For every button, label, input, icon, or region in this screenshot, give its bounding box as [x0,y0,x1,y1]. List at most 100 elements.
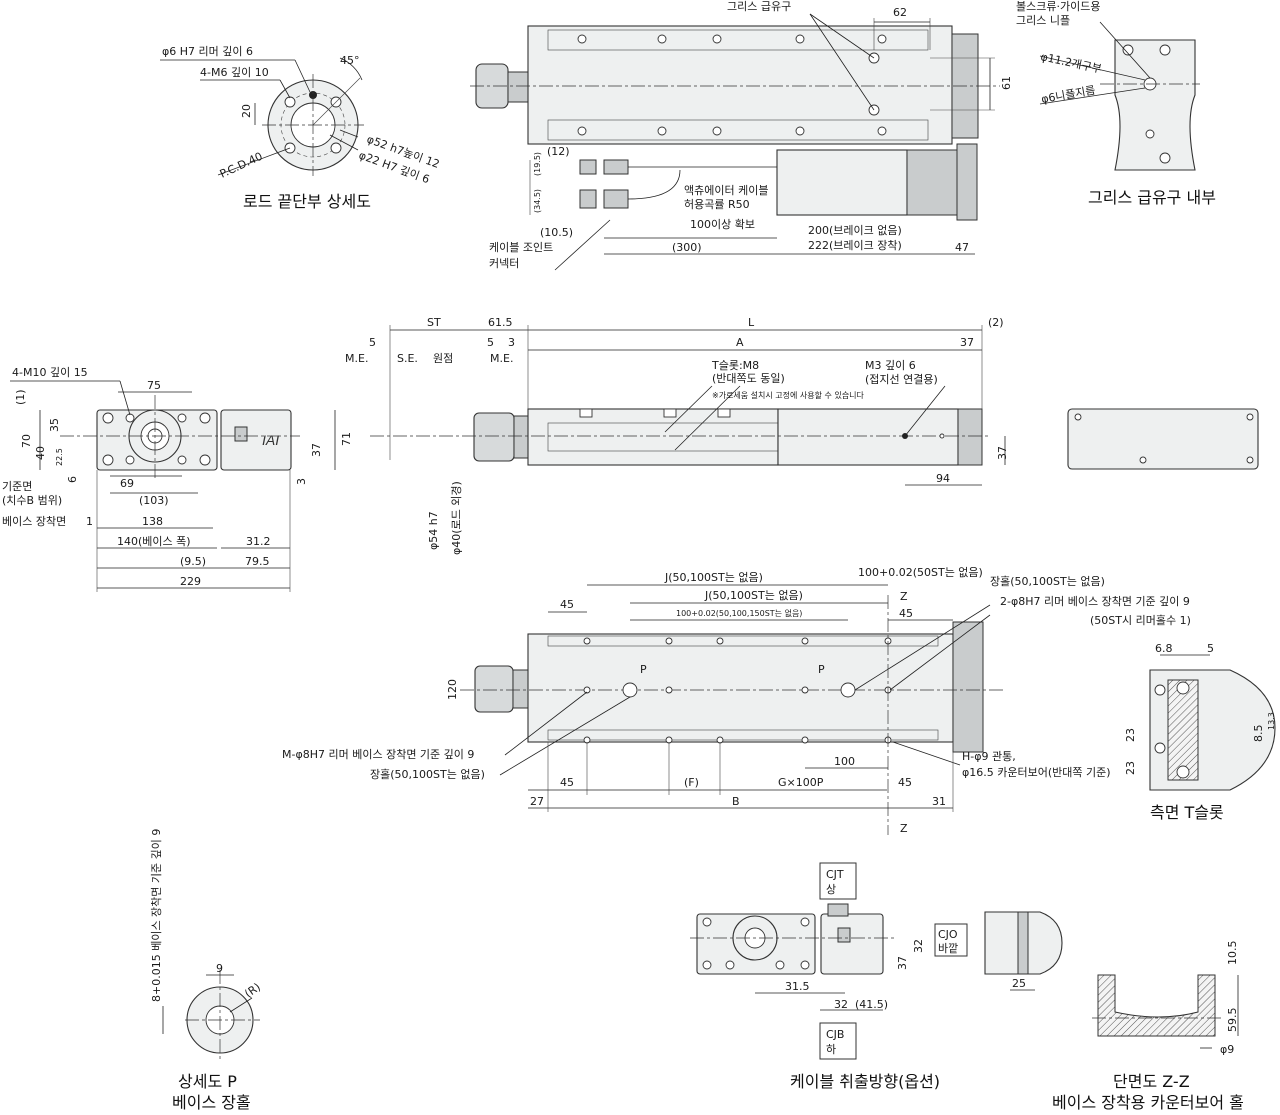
dim-45d: 45 [898,776,912,789]
dim-3-end: 3 [295,478,308,485]
detail-p: 9 (R) 8+0.015 베이스 장착면 기준 깊이 9 상세도 P 베이스 … [150,829,263,1112]
ref-label-1: 기준면 [2,480,32,493]
J1-label: J(50,100ST는 없음) [664,571,763,584]
cable-connector [603,159,629,175]
dim-71: 71 [340,432,353,446]
cable-radius-label: 허용곡률 R50 [684,198,750,211]
tslot-view: 6.8 5 13.3 23 8.5 23 측면 T슬롯 [1124,642,1276,822]
dim-5-tslot: 5 [1207,642,1214,655]
dim-1: (1) [14,389,27,405]
side-view: ST 61.5 L (2) 5 M.E. S.E. 원점 5 3 M.E. A … [345,316,1009,555]
brake-none-label: 200(브레이크 없음) [808,224,902,237]
dim-5a: 5 [369,336,376,349]
tap-hole [330,142,342,154]
dim-40: 40 [34,446,47,460]
cjt-label: CJT [826,868,844,881]
dim-45a: 45 [560,598,574,611]
dim-62: 62 [893,6,907,19]
dim-23b: 23 [1124,761,1137,775]
iai-logo: IAI [262,432,279,448]
base-body [527,633,954,743]
dim-61-5: 61.5 [488,316,513,329]
dim-35: 35 [48,418,61,432]
dim-23a: 23 [1124,728,1137,742]
tap-hole [284,96,296,108]
dim-3-side: 3 [508,336,515,349]
J2-label: J(50,100ST는 없음) [704,589,803,602]
down-label: 하 [826,1042,836,1056]
dim-10-5: (10.5) [540,226,573,239]
motor-body [776,149,908,216]
actuator-body-top [527,25,953,145]
cable-box [820,913,884,975]
mreamer-label: M-φ8H7 리머 베이스 장착면 기준 깊이 9 [282,748,474,761]
reamer2-label: 2-φ8H7 리머 베이스 장착면 기준 깊이 9 [1000,595,1190,608]
r-label: (R) [242,980,263,1000]
grease-port-view: 볼스크류·가이드용 그리스 니플 φ11.2개구부 φ6니플지름 그리스 급유구… [1016,0,1216,207]
z-mark-top: Z [900,590,908,603]
dim-34-5: (34.5) [533,189,542,213]
dim-41-5: (41.5) [855,998,888,1011]
dim-st: ST [427,316,441,329]
top-view: 그리스 급유구 62 61 (12) (19.5) (34.5) (10.5) … [470,0,1013,271]
dim-103: (103) [139,494,169,507]
tol1-label: 100+0.02(50ST는 없음) [858,566,983,579]
dim-12: (12) [547,145,570,158]
dim-22-5: 22.5 [55,448,64,466]
slot2-label: 장홀(50,100ST는 없음) [370,768,485,781]
dim-8-5: 8.5 [1252,725,1265,743]
dim-6: 6 [66,476,79,483]
tslot-label: T슬롯:M8 [711,359,759,372]
grease-view-caption: 그리스 급유구 내부 [1088,188,1216,207]
dim-A: A [736,336,744,349]
actuator-body-side [527,408,779,466]
dim-31: 31 [932,795,946,808]
dim-2: (2) [988,316,1004,329]
dim-79-5: 79.5 [245,555,270,568]
dim-L: L [748,316,755,329]
dim-19-5: (19.5) [533,152,542,176]
note-label: ※가로세움 설치시 고정에 사용할 수 있습니다 [712,390,865,400]
z-mark-bottom: Z [900,822,908,835]
dim-37-cable: 37 [896,956,909,970]
m3-label-2: (접지선 연결용) [865,373,938,386]
section-caption-1: 단면도 Z-Z [1113,1072,1190,1091]
dim-9-5: (9.5) [180,555,206,568]
pcd-label: P.C.D.40 [218,150,265,181]
dim-120: 120 [446,679,459,700]
ref-label-2: (치수B 범위) [2,494,62,507]
me2-label: M.E. [490,352,513,365]
tol2-label: 100+0.02(50,100,150ST는 없음) [676,609,802,618]
cjb-label: CJB [826,1028,844,1041]
dim-31-5: 31.5 [785,980,810,993]
dim-20: 20 [240,104,253,118]
up-label: 상 [826,883,836,896]
d6-label: φ6니플지름 [1040,84,1096,106]
dim-1b: 1 [86,515,93,528]
dim-300: (300) [672,241,702,254]
base-view: J(50,100ST는 없음) J(50,100ST는 없음) 100+0.02… [282,566,1191,835]
slot-label: 장홀(50,100ST는 없음) [990,575,1105,588]
tslot-label-2: (반대쪽도 동일) [712,371,785,385]
dim-32a: 32 [912,939,925,953]
grease-port-body [1114,39,1196,171]
long-hole-p [840,682,856,698]
dim-31-2: 31.2 [246,535,271,548]
me1-label: M.E. [345,352,368,365]
side-label: 8+0.015 베이스 장착면 기준 깊이 9 [150,829,163,1002]
dim-37b: 37 [996,446,1009,460]
dim-5b: 5 [487,336,494,349]
cjo-label: CJO [938,928,958,941]
detail-p-caption-1: 상세도 P [178,1072,237,1091]
brake-with-label: 222(브레이크 장착) [808,239,902,252]
cable-option-caption: 케이블 취출방향(옵션) [790,1072,940,1091]
dim-B: B [732,795,740,808]
dim-100: 100이상 확보 [690,218,755,231]
d11-label: φ11.2개구부 [1039,50,1102,76]
base-label: 베이스 장착면 [2,515,66,528]
origin-label: 원점 [433,352,453,365]
dim-phi9: φ9 [1220,1043,1234,1056]
connector-label: 커넥터 [489,257,519,270]
angle-label: 45° [340,54,360,67]
